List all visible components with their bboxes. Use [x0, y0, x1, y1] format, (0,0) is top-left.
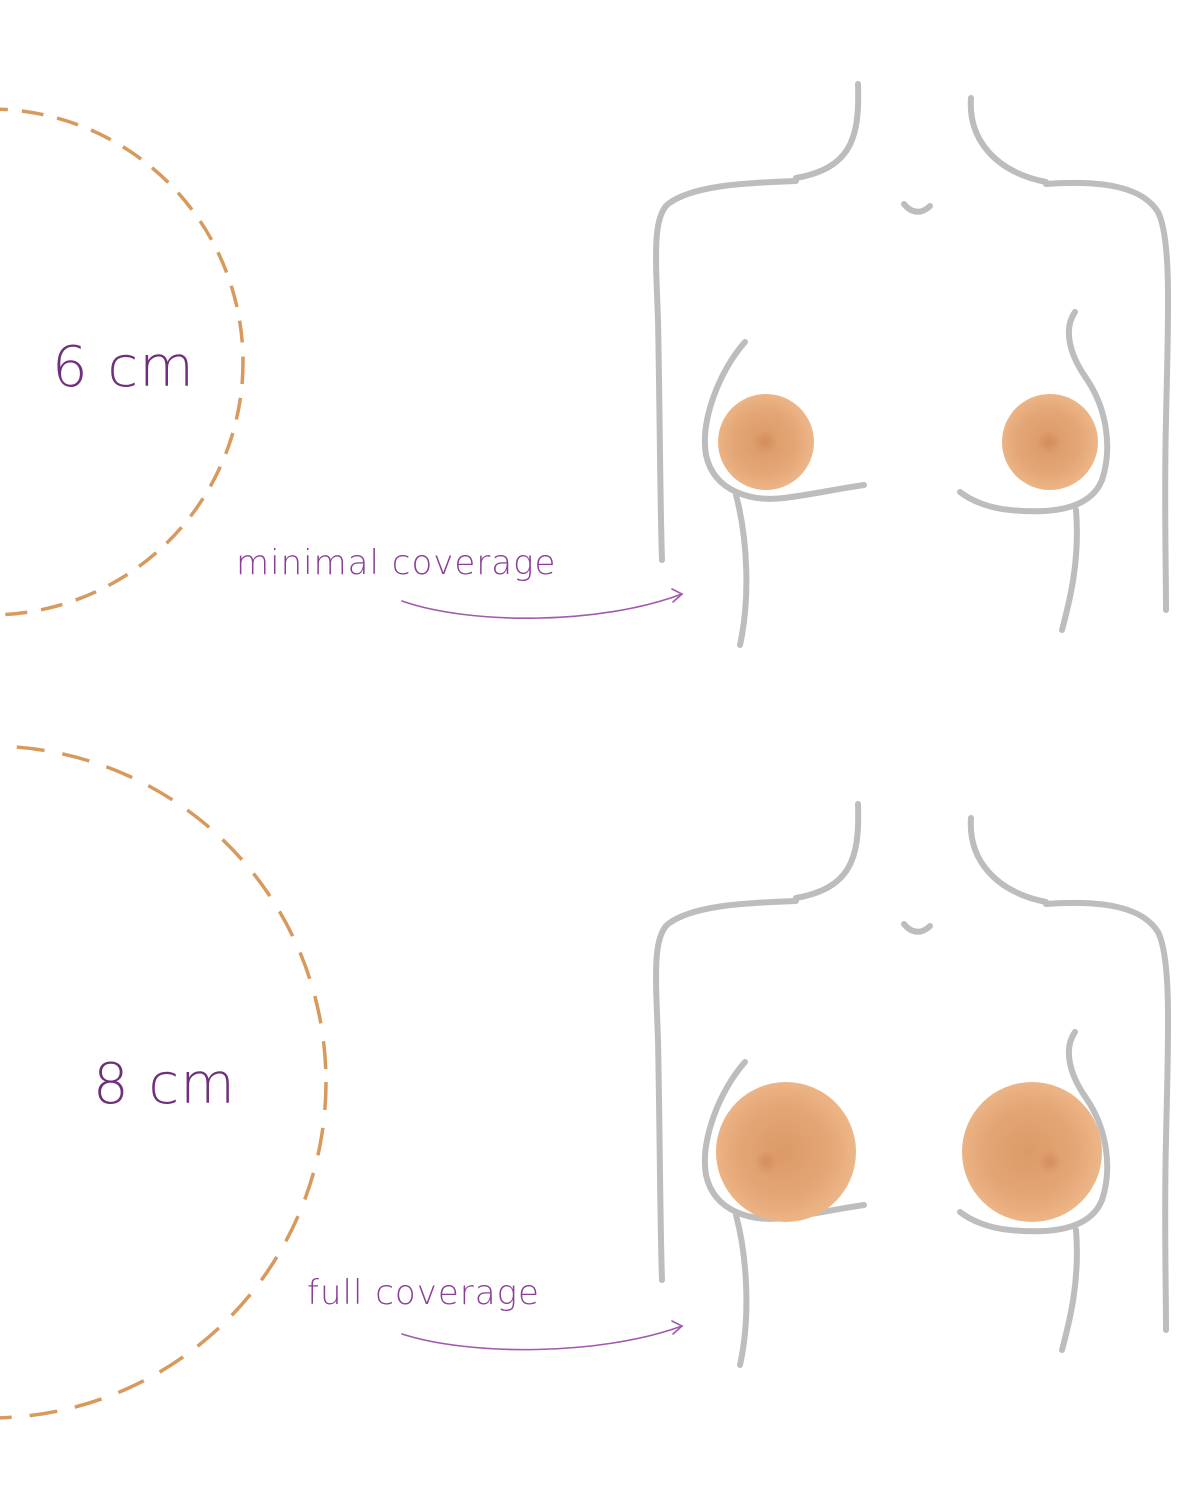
- size-circle-dashed: [0, 744, 328, 1420]
- nipple-cover-right: [1002, 394, 1098, 490]
- size-circle-dashed: [0, 107, 245, 617]
- option-6cm-graphic: [0, 81, 1172, 648]
- nipple-cover-right: [962, 1082, 1102, 1222]
- nipple-cover-left: [718, 394, 814, 490]
- option-8cm-graphic: [0, 744, 1172, 1420]
- size-label: 8 cm: [93, 1052, 236, 1117]
- option-6cm: 6 cm minimal coverage: [0, 0, 1200, 720]
- torso-outline: [653, 801, 1172, 1368]
- option-8cm: 8 cm full coverage: [0, 720, 1200, 1500]
- coverage-label: minimal coverage: [236, 543, 557, 583]
- size-label: 6 cm: [52, 335, 195, 400]
- nipple-cover-left: [716, 1082, 856, 1222]
- coverage-label: full coverage: [307, 1273, 540, 1313]
- torso-outline: [653, 81, 1172, 648]
- arrow-right-icon: [401, 588, 684, 619]
- arrow-right-icon: [401, 1320, 684, 1351]
